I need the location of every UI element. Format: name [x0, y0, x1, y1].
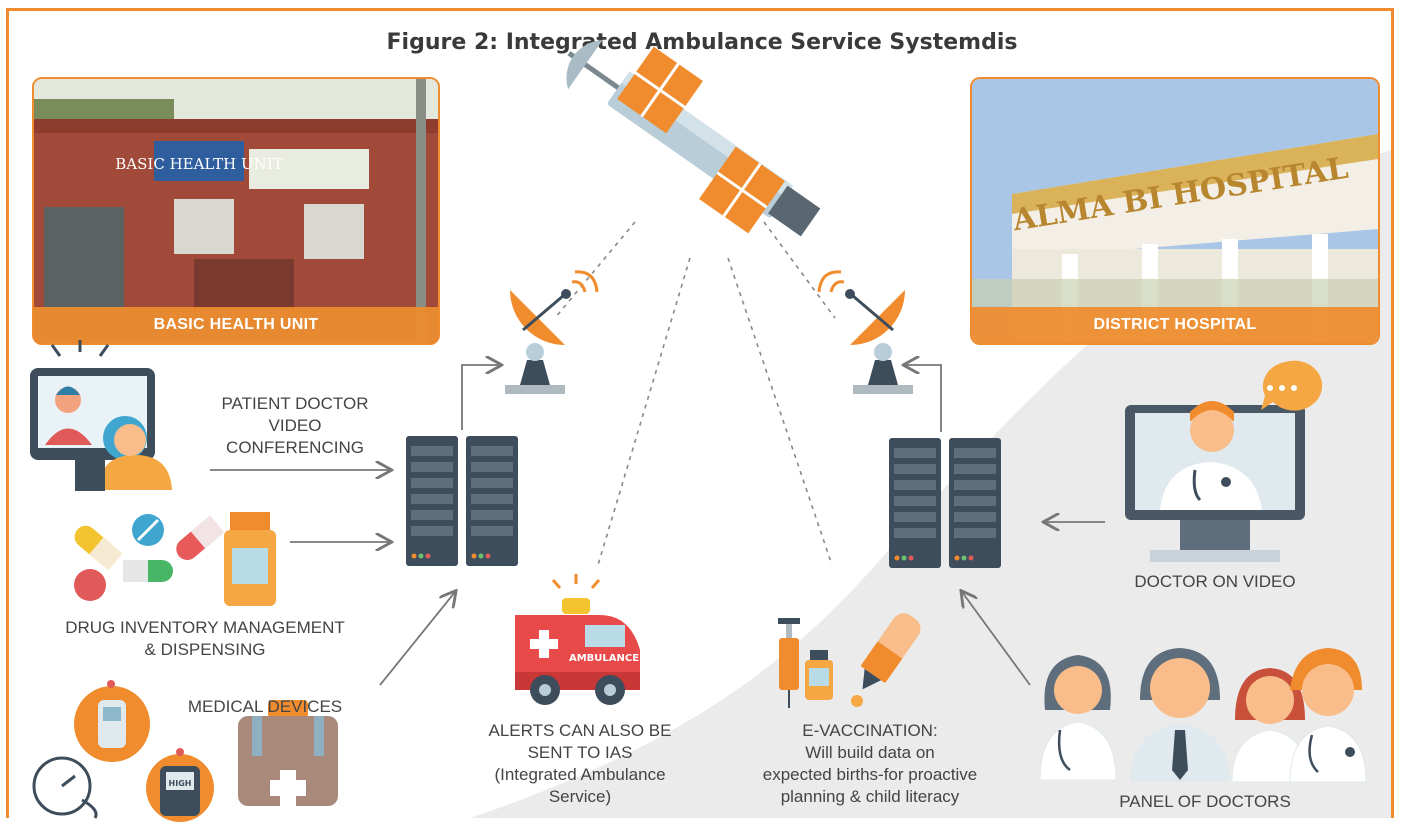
doctor-male-2 — [1289, 648, 1367, 783]
oral-vaccine-dropper-icon — [851, 613, 921, 707]
arrow-panel-to-server — [962, 592, 1031, 686]
video-conference-icon — [30, 340, 172, 491]
signal-line-right-dish — [763, 221, 836, 319]
doctor-female-2 — [1231, 668, 1309, 783]
doctor-female-1 — [1039, 655, 1117, 781]
glucometer-icon — [74, 680, 150, 762]
district-hospital-caption: DISTRICT HOSPITAL — [972, 307, 1378, 343]
server-rack-left-icon — [406, 436, 518, 566]
satellite-icon — [566, 40, 821, 237]
medical-devices-label: MEDICAL DEVICES — [187, 697, 343, 716]
signal-line-ambulance — [597, 257, 691, 566]
digital-meter-icon: HIGH — [146, 748, 214, 822]
flow-arrows — [210, 365, 1105, 686]
arrow-server-to-dish-left — [461, 365, 500, 430]
doctor-on-video-label: DOCTOR ON VIDEO — [1134, 572, 1296, 591]
signal-line-left-dish — [554, 221, 636, 319]
panel-of-doctors-label: PANEL OF DOCTORS — [1119, 792, 1291, 811]
blood-pressure-icon — [32, 756, 98, 819]
signal-lines — [554, 221, 836, 566]
panel-of-doctors-icon — [1039, 648, 1367, 783]
district-hospital-photo: ALMA BI HOSPITAL DISTRICT HOSPITAL — [970, 77, 1380, 345]
bhu-sign-text: BASIC HEALTH UNIT — [115, 155, 282, 173]
basic-health-unit-caption: BASIC HEALTH UNIT — [34, 307, 438, 343]
medicine-bottle-icon — [224, 512, 276, 606]
ambulance-text: AMBULANCE — [569, 653, 639, 664]
drug-inventory-label: DRUG INVENTORY MANAGEMENT & DISPENSING — [65, 618, 345, 659]
satellite-dish-right-icon — [817, 270, 913, 394]
meter-reading: HIGH — [169, 779, 192, 788]
signal-line-vaccination — [727, 257, 833, 566]
vaccine-vial-icon — [805, 650, 833, 700]
arrow-devices-to-server — [379, 592, 455, 686]
doctor-male-1 — [1130, 648, 1230, 782]
video-conference-label: PATIENT DOCTOR VIDEO CONFERENCING — [221, 394, 369, 457]
syringe-icon — [778, 618, 800, 708]
basic-health-unit-photo: BASIC HEALTH UNIT BASIC HEALTH UNIT — [32, 77, 440, 345]
drug-pills-icon — [74, 514, 225, 601]
e-vaccination-label: E-VACCINATION: Will build data on expect… — [762, 721, 978, 806]
arrow-server-to-dish-right — [905, 365, 942, 432]
satellite-dish-left-icon — [505, 270, 599, 394]
figure-title: Figure 2: Integrated Ambulance Service S… — [386, 30, 1018, 55]
ias-alerts-label: ALERTS CAN ALSO BE SENT TO IAS (Integrat… — [488, 721, 672, 806]
doctor-video-monitor-icon — [1125, 360, 1323, 562]
ambulance-icon: AMBULANCE — [515, 574, 640, 705]
server-rack-right-icon — [889, 438, 1001, 568]
first-aid-kit-icon — [238, 700, 338, 806]
